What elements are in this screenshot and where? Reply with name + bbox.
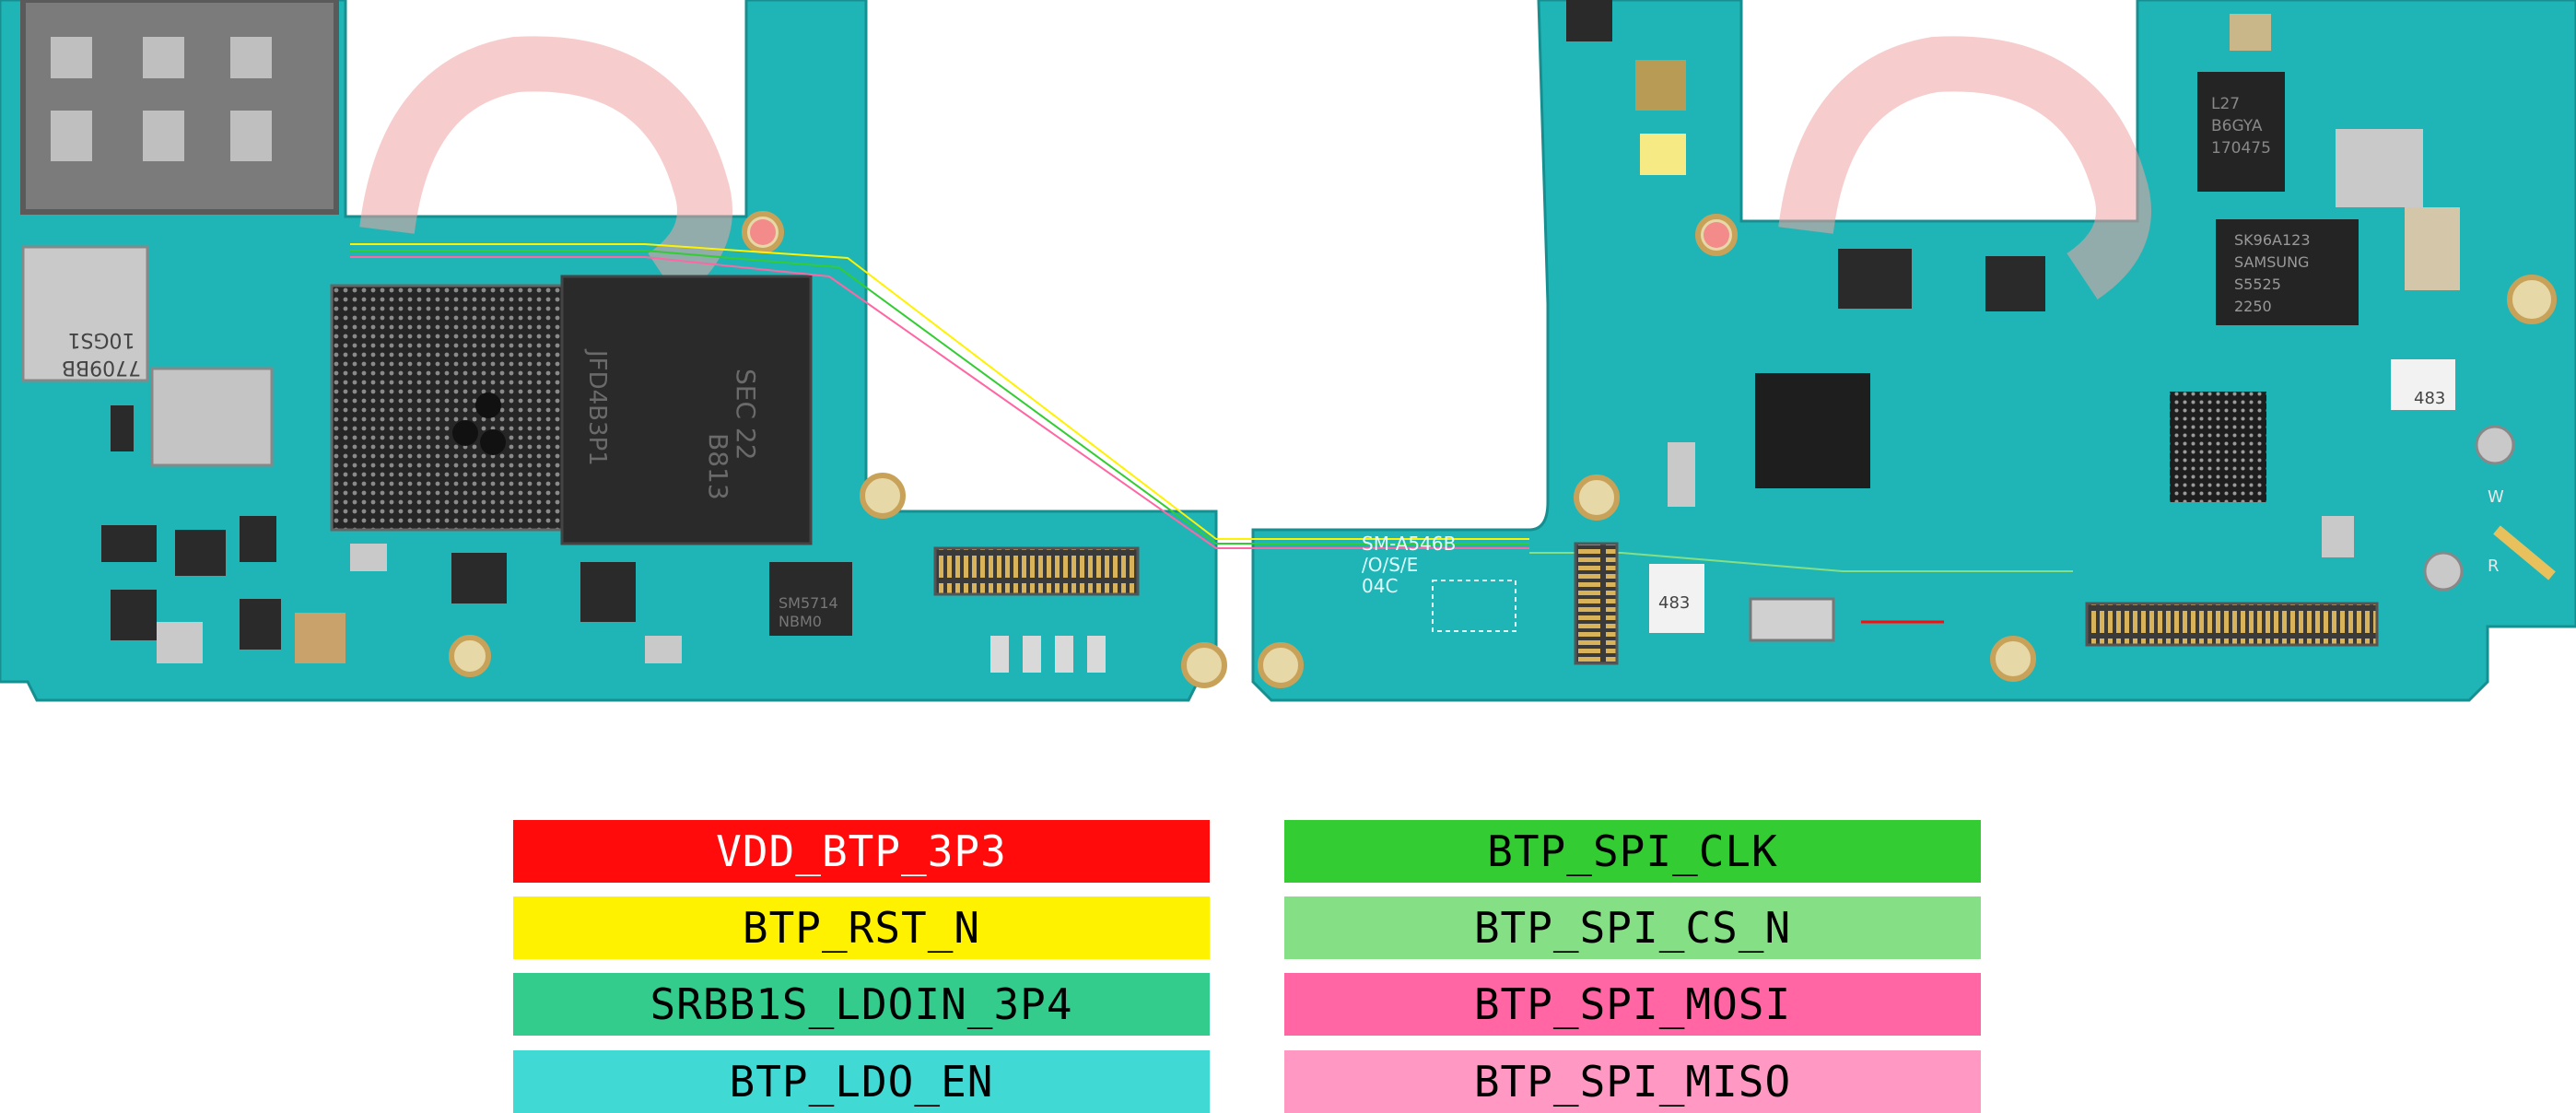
- memory-chip: [560, 275, 813, 545]
- samsung-chip-label-1: SK96A123: [2234, 231, 2311, 249]
- memory-chip-label-3: JFD4B3P1: [583, 348, 611, 466]
- sim-tray: [20, 0, 339, 215]
- qr-label-text: 483: [1658, 593, 1690, 613]
- bga-fiducial: [452, 420, 478, 446]
- rf-module: [21, 245, 149, 382]
- pmic-chip-label-1: SM5714: [779, 594, 838, 612]
- chip-top-right: [2197, 72, 2285, 192]
- memory-chip-label-2: B813: [703, 433, 733, 500]
- samsung-chip-label-3: S5525: [2234, 275, 2281, 293]
- samsung-chip-label-2: SAMSUNG: [2234, 253, 2309, 271]
- r-label: R: [2488, 556, 2500, 576]
- bga-chip-right: [2170, 392, 2266, 502]
- pmic-chip-right: [1755, 373, 1870, 488]
- board-connector-left: [933, 546, 1140, 596]
- flex-pads: [990, 636, 1106, 673]
- w-label: W: [2488, 487, 2504, 507]
- signal-traces: [350, 243, 2073, 624]
- right-components: [1566, 0, 2460, 557]
- legend-item-btp-rst-n: BTP_RST_N: [513, 896, 1210, 959]
- pcb-board: 7709BB 10GS1 SEC 22 B813 JFD4B3P1 SM5714…: [0, 0, 2576, 702]
- samsung-chip: [2216, 219, 2359, 325]
- board-connector-right: [2085, 602, 2379, 647]
- chip-top-right-label-3: 170475: [2211, 139, 2271, 158]
- rf-module-label-2: 10GS1: [67, 328, 135, 351]
- chip-top-right-label-1: L27: [2211, 95, 2240, 113]
- board-connector-vertical: [1574, 542, 1619, 665]
- qr-label: [2391, 359, 2455, 410]
- antenna-connector: [2475, 425, 2515, 465]
- antenna-trace: [2493, 525, 2556, 580]
- pmic-chip-label-2: NBM0: [779, 613, 822, 630]
- qr-label: [1649, 564, 1704, 633]
- model-label-3: 04C: [1362, 575, 1398, 597]
- pcb-right-section: [1251, 0, 2576, 702]
- antenna-connector: [2423, 551, 2464, 592]
- chip-top-right-label-2: B6GYA: [2211, 117, 2263, 135]
- small-connector: [1749, 597, 1835, 642]
- shield-can-small: [150, 367, 274, 467]
- samsung-chip-label-4: 2250: [2234, 298, 2272, 315]
- rf-module-label-1: 7709BB: [62, 356, 141, 379]
- dotted-component-outline: [1432, 580, 1516, 632]
- bga-fiducial: [475, 392, 501, 418]
- qr-label-text: 483: [2414, 389, 2445, 408]
- test-point-pink: [1704, 222, 1729, 248]
- test-point-pink: [750, 219, 776, 245]
- sim-contacts: [51, 37, 272, 161]
- legend-item-btp-ldo-en: BTP_LDO_EN: [513, 1050, 1210, 1113]
- legend-item-vdd-btp-3p3: VDD_BTP_3P3: [513, 820, 1210, 883]
- watermark-logo: [359, 36, 2151, 299]
- model-label-1: SM-A546B: [1362, 533, 1456, 555]
- soc-bga: [330, 284, 564, 532]
- bga-fiducial: [480, 429, 506, 455]
- model-label-2: /O/S/E: [1362, 554, 1418, 576]
- left-components: [101, 405, 682, 663]
- legend-item-btp-spi-miso: BTP_SPI_MISO: [1284, 1050, 1981, 1113]
- legend-item-srbb1s-ldoin-3p4: SRBB1S_LDOIN_3P4: [513, 973, 1210, 1036]
- legend-item-btp-spi-clk: BTP_SPI_CLK: [1284, 820, 1981, 883]
- pmic-chip: [769, 562, 852, 636]
- memory-chip-label-1: SEC 22: [731, 369, 761, 461]
- legend-item-btp-spi-mosi: BTP_SPI_MOSI: [1284, 973, 1981, 1036]
- legend-item-btp-spi-cs-n: BTP_SPI_CS_N: [1284, 896, 1981, 959]
